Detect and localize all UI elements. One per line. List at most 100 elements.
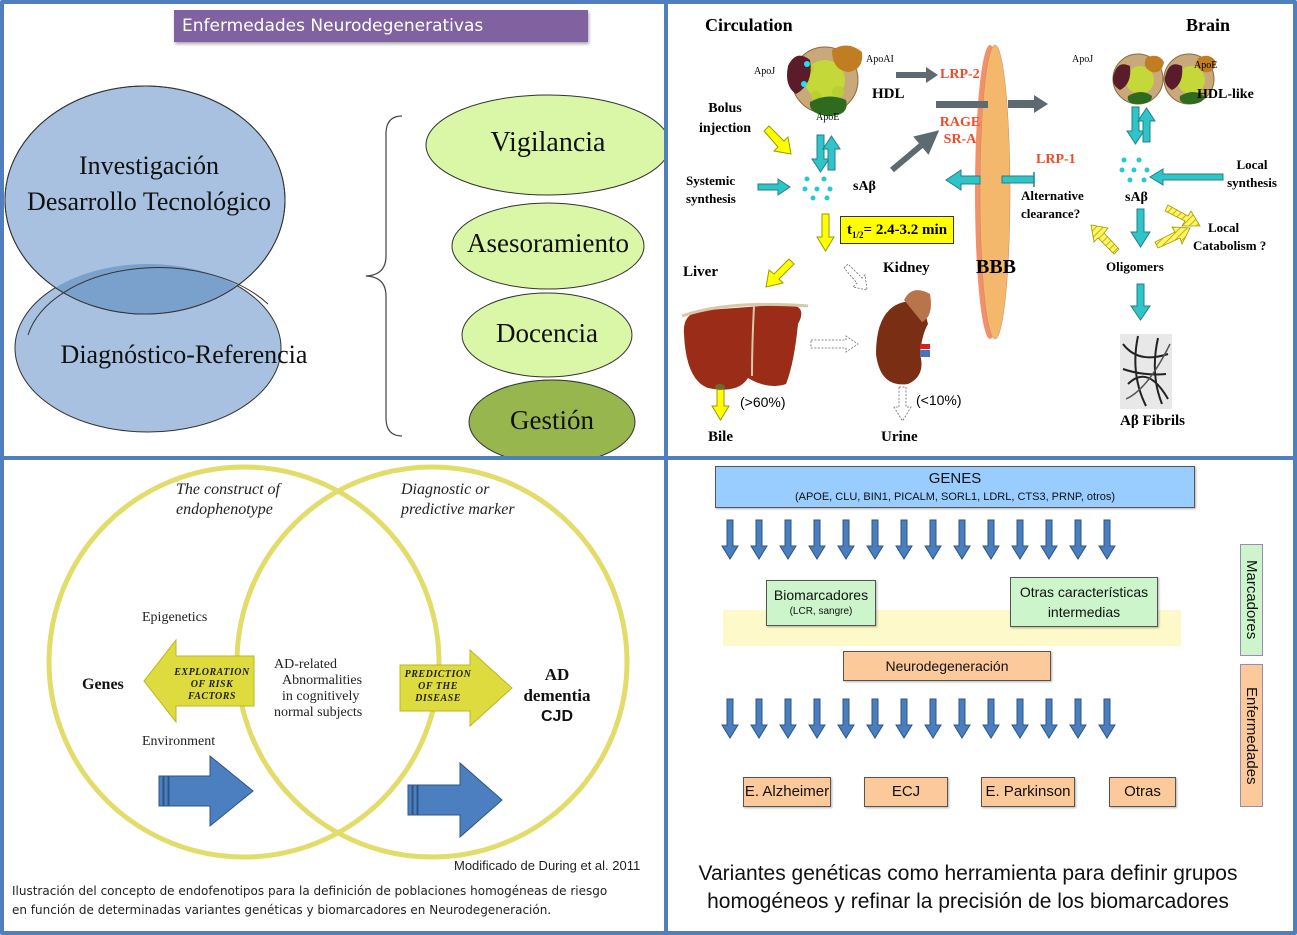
label-brain: Brain: [1186, 15, 1231, 35]
arrow-halflife-down: [816, 213, 835, 252]
label-exploration-2: OF RISK: [190, 679, 234, 690]
exploration-arrow-icon: [143, 638, 255, 724]
activity-gestion: [468, 379, 636, 456]
arrow-bolus: [763, 125, 792, 155]
arrow-brain-down: [1126, 106, 1145, 145]
label-prediction-3: DISEASE: [415, 693, 461, 704]
down-arrow-icon: [837, 519, 855, 560]
arrow-to-urine-dashed: [893, 386, 912, 422]
otras-line-1: Otras características: [1019, 584, 1149, 600]
arrow-alternative-clearance: [1090, 224, 1120, 255]
hdl-like-particle-icon: [1112, 53, 1216, 105]
panel-abeta-clearance: Circulation Brain ApoJ ApoAI ApoE HDL LR…: [668, 4, 1293, 456]
blue-arrow-right-icon: [417, 761, 503, 839]
label-systemic-synthesis: Systemic synthesis: [686, 172, 736, 208]
label-genes: Genes: [82, 676, 124, 693]
bbb-membrane-icon: [975, 44, 1011, 340]
arrow-to-fibrils: [1130, 283, 1151, 321]
disease-otras: Otras: [1109, 777, 1176, 807]
down-arrow-icon: [721, 698, 739, 739]
neurodegeneracion-box: Neurodegeneración: [843, 651, 1051, 681]
label-construct-2: endophenotype: [176, 501, 273, 518]
label-apoe: ApoE: [816, 112, 840, 123]
label-construct: The construct of endophenotype: [176, 480, 280, 520]
abeta-fibrils-image: [1120, 334, 1172, 409]
liver-icon: [681, 302, 809, 390]
otras-caracteristicas-box: Otras características intermedias: [1010, 577, 1158, 627]
down-arrow-icon: [895, 519, 913, 560]
label-diagnostico: Diagnóstico-Referencia: [60, 340, 308, 369]
down-arrow-icon: [837, 698, 855, 739]
down-arrow-icon: [750, 519, 768, 560]
label-rage: RAGE: [939, 115, 981, 130]
down-arrow-icon: [779, 698, 797, 739]
label-bile-percent: (>60%): [740, 394, 786, 410]
down-arrow-icon: [982, 519, 1000, 560]
disease-ecj: ECJ: [864, 777, 948, 807]
label-prediction: PREDICTION OF THE DISEASE: [402, 669, 474, 705]
label-gestion: Gestión: [510, 405, 594, 435]
arrow-bbb-to-brain: [1008, 95, 1048, 113]
arrow-to-kidney-dashed: [843, 263, 868, 291]
down-arrow-icon: [808, 519, 826, 560]
kidney-icon: [876, 290, 931, 385]
label-diagnostic-2: predictive marker: [401, 501, 515, 518]
organization-diagram: [4, 85, 664, 456]
arrow-local-catabolism-2: [1154, 226, 1191, 249]
label-vigilancia: Vigilancia: [490, 127, 606, 158]
sab-dots-brain: [1119, 157, 1150, 183]
side-label-enfermedades: Enfermedades: [1240, 664, 1263, 807]
rage-bar: [936, 101, 988, 108]
label-synthesis: synthesis: [686, 191, 736, 206]
biomarcadores-sub: (LCR, sangre): [789, 606, 853, 617]
label-alternative-clearance: Alternative clearance?: [1021, 187, 1084, 223]
label-ad: AD: [544, 665, 570, 684]
bottom-caption-2: homogéneos y refinar la precisión de los…: [707, 890, 1229, 913]
down-arrow-icon: [924, 698, 942, 739]
genes-list: (APOE, CLU, BIN1, PICALM, SORL1, LDRL, C…: [794, 491, 1116, 503]
down-arrow-icon: [1069, 698, 1087, 739]
down-arrow-icon: [1040, 698, 1058, 739]
down-arrow-icon: [750, 698, 768, 739]
label-docencia: Docencia: [496, 318, 598, 348]
arrow-apoe-down: [811, 134, 830, 173]
panel-endophenotype: The construct of endophenotype Diagnosti…: [4, 460, 664, 931]
label-apoai: ApoAI: [866, 54, 894, 65]
label-ad-related: AD-related Abnormalities in cognitively …: [274, 657, 362, 721]
arrow-brain-up: [1137, 107, 1156, 143]
activity-docencia: [461, 292, 633, 378]
label-sab-brain: sAβ: [1125, 190, 1148, 205]
down-arrow-icon: [1098, 519, 1116, 560]
panel-title: Enfermedades Neurodegenerativas: [174, 10, 588, 42]
down-arrow-icon: [866, 698, 884, 739]
down-arrow-icon: [866, 519, 884, 560]
biomarcadores-box: Biomarcadores (LCR, sangre): [766, 580, 876, 626]
label-ad-related-2: Abnormalities: [282, 673, 363, 688]
panel-organization: Enfermedades Neurodegenerativas Investig…: [4, 4, 664, 456]
arrow-lrp1-efflux: [945, 169, 981, 191]
label-bolus: Bolus: [708, 101, 742, 116]
down-arrow-icon: [953, 698, 971, 739]
activity-vigilancia: [425, 94, 664, 196]
down-arrow-icon: [982, 698, 1000, 739]
label-desarrollo: Desarrollo Tecnológico: [27, 187, 271, 216]
label-construct-1: The construct of: [176, 481, 280, 498]
label-cjd: CJD: [540, 708, 573, 725]
label-systemic: Systemic: [686, 173, 736, 188]
label-investigacion: Investigación: [78, 151, 220, 180]
label-diagnostic: Diagnostic or predictive marker: [401, 480, 515, 520]
label-bolus-injection: Bolus injection: [694, 99, 756, 139]
label-sab-circulation: sAβ: [853, 179, 876, 194]
label-hdl: HDL: [872, 86, 905, 102]
sab-dots-circulation: [802, 176, 833, 201]
prediction-arrow-icon: [399, 648, 513, 728]
down-arrow-icon: [1098, 698, 1116, 739]
disease-alzheimer: E. Alzheimer: [743, 777, 831, 807]
label-bbb: BBB: [976, 256, 1017, 278]
down-arrow-icon: [895, 698, 913, 739]
arrow-to-liver: [765, 258, 795, 288]
label-bile: Bile: [708, 429, 733, 445]
genes-title: GENES: [928, 470, 982, 487]
down-arrow-icon: [721, 519, 739, 560]
